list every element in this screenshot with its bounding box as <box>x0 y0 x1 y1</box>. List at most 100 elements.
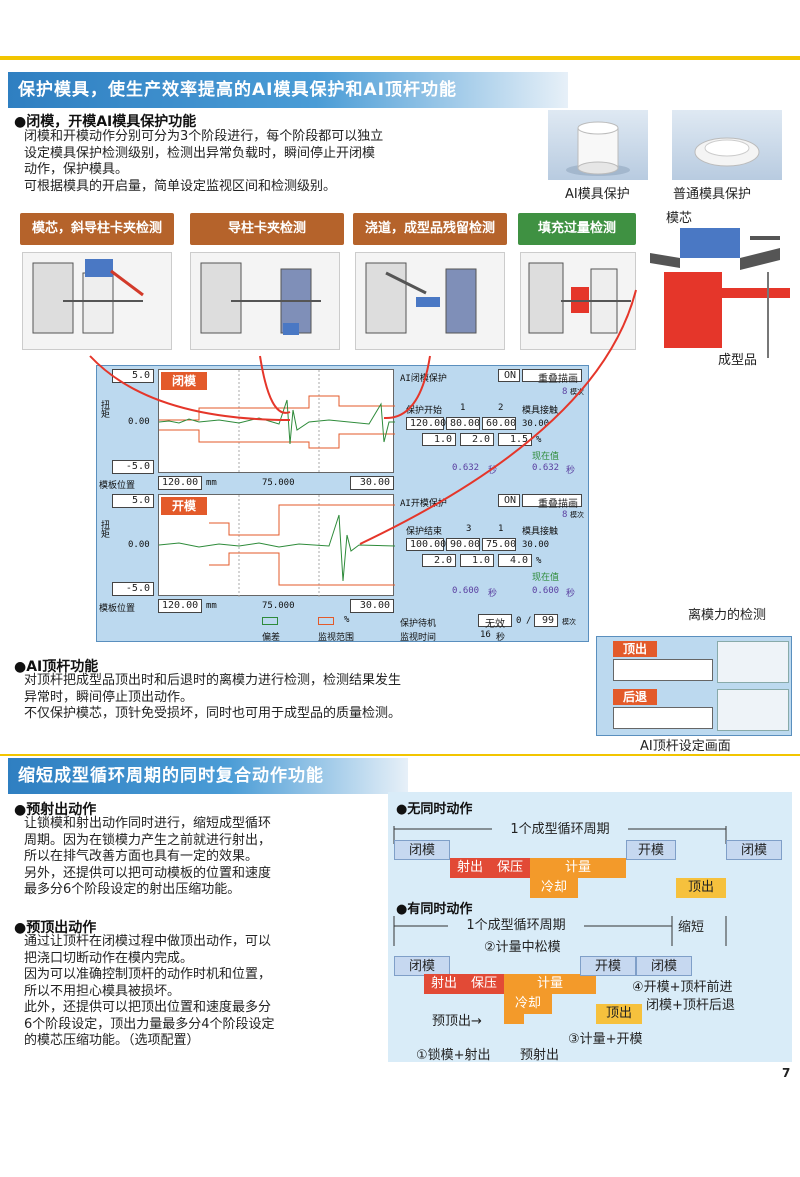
sim-heading: ●有同时动作 <box>396 902 473 917</box>
close-sec-2: 秒 <box>566 466 576 476</box>
page-number: 7 <box>782 1066 791 1080</box>
t1-open: 开模 <box>626 840 676 860</box>
desc-line: 不仅保护模芯，顶针免受损坏，同时也可用于成型品的质量检测。 <box>24 706 402 721</box>
top-pos-right: 30.00 <box>350 476 394 490</box>
mold-diagram-3 <box>355 252 505 350</box>
standby-value[interactable]: 无效 <box>478 614 512 630</box>
section-divider <box>0 754 800 756</box>
t1-hold: 保压 <box>490 858 530 878</box>
pre-eject-desc: 通过让顶杆在闭模过程中做顶出动作，可以 把浇口切断动作在模内完成。 因为可以准确… <box>24 934 374 1050</box>
bot-ymid: 0.00 <box>128 540 150 550</box>
bot-y-axis-label: 扭矩 <box>99 520 109 538</box>
ai-mold-caption: AI模具保护 <box>565 187 630 202</box>
bot-ymin: -5.0 <box>112 582 154 596</box>
top-ymin: -5.0 <box>112 460 154 474</box>
open-graph-area: 开模 <box>158 494 395 597</box>
t2-cool: 冷却 <box>504 994 552 1014</box>
close-now-label: 现在值 <box>532 452 560 462</box>
top-pos-mid: 75.000 <box>262 478 295 488</box>
close-waveform <box>159 370 395 474</box>
crushed-part-image <box>694 137 760 167</box>
close-stage1: 1 <box>460 403 466 413</box>
open-level-3[interactable]: 4.0 <box>498 554 532 567</box>
desc-line: 周期。因为在锁模力产生之前就进行射出， <box>24 832 272 848</box>
open-time-2: 0.600 <box>532 586 560 596</box>
close-level-2[interactable]: 2.0 <box>460 433 494 446</box>
step2-label: ②计量中松模 <box>484 940 561 955</box>
close-mold-contact: 模具接触 <box>522 406 559 416</box>
t1-close: 闭模 <box>394 840 450 860</box>
open-level-2[interactable]: 1.0 <box>460 554 494 567</box>
t2-close: 闭模 <box>394 956 450 976</box>
open-sec-2: 秒 <box>566 589 576 599</box>
close-overlay-mode[interactable]: 重叠描画 <box>522 369 582 385</box>
monitor-label: 监视时间 <box>400 633 437 643</box>
desc-line: 动作，保护模具。 <box>24 162 129 177</box>
close-pos-2[interactable]: 80.00 <box>446 417 480 430</box>
t1-meter: 计量 <box>530 858 626 878</box>
close-pos-4: 30.00 <box>522 419 550 429</box>
desc-line: 另外，还提供可以把可动模板的位置和速度 <box>24 865 272 881</box>
open-pos-1[interactable]: 100.00 <box>406 538 446 551</box>
close-on-toggle[interactable]: ON <box>498 369 520 382</box>
cycle-label-2: 1个成型循环周期 <box>448 916 584 936</box>
bot-pos-label: 模板位置 <box>99 604 136 614</box>
ejector-force-title: 离模力的检测 <box>688 608 767 623</box>
open-overlay-mode[interactable]: 重叠描画 <box>522 494 582 510</box>
close-pos-1[interactable]: 120.00 <box>406 417 446 430</box>
open-level-1[interactable]: 2.0 <box>422 554 456 567</box>
open-pos-2[interactable]: 90.00 <box>446 538 480 551</box>
close-pct: % <box>536 435 542 445</box>
timing-diagram: ●无同时动作 1个成型循环周期 闭模 射出 保压 计量 冷却 开模 顶出 闭模 … <box>388 792 792 1063</box>
top-pos-unit: mm <box>206 478 217 488</box>
t2-close-next: 闭模 <box>636 956 692 976</box>
open-on-toggle[interactable]: ON <box>498 494 520 507</box>
standby-unit: 模次 <box>562 618 576 626</box>
bot-ymax: 5.0 <box>112 494 154 508</box>
mold-detail-diagram <box>650 228 790 358</box>
standby-total[interactable]: 99 <box>534 614 558 627</box>
pre-eject-heading: ●预顶出动作 <box>14 920 97 936</box>
close-time-2: 0.632 <box>532 463 560 473</box>
ai-mold-protect-desc: 闭模和开模动作分别可分为3个阶段进行，每个阶段都可以独立 设定模具保护检测级别，… <box>24 129 534 195</box>
mold-schematic-4 <box>528 262 631 334</box>
close-graph-title: 闭模 <box>161 372 207 390</box>
arrow-4 <box>359 289 637 545</box>
top-ymid: 0.00 <box>128 417 150 427</box>
top-band <box>0 0 800 60</box>
step3-label: ③计量+开模 <box>568 1032 643 1047</box>
ai-mold-protect-heading: ●闭模，开模AI模具保护功能 <box>14 114 197 130</box>
close-graph-area: 闭模 <box>158 369 395 474</box>
deviation-legend-label: 偏差 <box>262 633 281 643</box>
arrow-2 <box>259 355 291 414</box>
callout-arrows <box>89 289 637 545</box>
open-protect-panel: AI开模保护 ON 重叠描画 8 模次 保护结束 3 1 模具接触 100.00… <box>398 494 586 643</box>
top-y-axis-label: 扭矩 <box>99 400 109 418</box>
section1-title: 保护模具，使生产效率提高的AI模具保护和AI顶杆功能 <box>8 72 568 108</box>
product-label: 成型品 <box>718 353 758 368</box>
pre-inject-label: 预射出 <box>520 1048 560 1063</box>
cycle-label-1: 1个成型循环周期 <box>492 820 628 840</box>
desc-line: 所以在排气改善方面也具有一定的效果。 <box>24 849 259 864</box>
close-level-1[interactable]: 1.0 <box>422 433 456 446</box>
pre-eject-label: 预顶出→ <box>432 1014 482 1029</box>
open-graph-title: 开模 <box>161 497 207 515</box>
ai-ejector-heading: ●AI顶杆功能 <box>14 659 99 675</box>
open-stage2: 1 <box>498 524 504 534</box>
open-count-unit: 模次 <box>570 511 584 519</box>
close-pos-3[interactable]: 60.00 <box>482 417 516 430</box>
bot-pos-mid: 75.000 <box>262 601 295 611</box>
desc-line: 因为可以准确控制顶杆的动作时机和位置， <box>24 967 272 982</box>
top-pos-left: 120.00 <box>158 476 202 490</box>
pre-eject-bar <box>504 1010 524 1024</box>
retract-tab: 后退 <box>613 689 657 705</box>
close-level-3[interactable]: 1.5 <box>498 433 532 446</box>
mold-diagram-2 <box>190 252 340 350</box>
close-count-unit: 模次 <box>570 388 584 396</box>
top-pos-label: 模板位置 <box>99 481 136 491</box>
open-pos-3[interactable]: 75.00 <box>482 538 516 551</box>
ai-mold-photo <box>548 110 648 180</box>
desc-line: 设定模具保护检测级别，检测出异常负载时，瞬间停止开闭模 <box>24 145 376 161</box>
t1-inject: 射出 <box>450 858 490 878</box>
bot-pos-right: 30.00 <box>350 599 394 613</box>
